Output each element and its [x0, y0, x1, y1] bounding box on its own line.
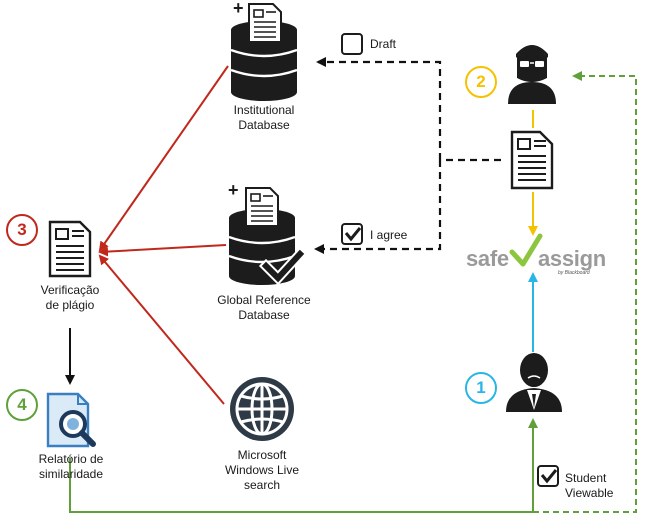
global-plus-icon: +: [228, 180, 239, 200]
draft-checkbox[interactable]: [341, 33, 363, 55]
global-document-icon: [245, 187, 279, 227]
student-viewable-label-line1: Student: [565, 471, 607, 485]
dashed-link-to-institutional: [316, 57, 442, 160]
microsoft-search-label-line3: search: [243, 478, 281, 492]
global-database-label-line1: Global Reference: [217, 293, 311, 307]
safeassign-logo-left: safe: [466, 246, 509, 271]
similarity-report-label-line1: Relatório de: [38, 452, 104, 466]
step-badge-4: 4: [6, 389, 38, 421]
safeassign-check-icon: [509, 233, 543, 267]
agree-label: I agree: [370, 228, 408, 242]
step-badge-1: 1: [465, 372, 497, 404]
global-database-label: Global Reference Database: [204, 293, 324, 323]
dashed-link-student-viewable-to-instructor: [533, 71, 637, 513]
similarity-report-label-line2: similaridade: [38, 467, 104, 481]
verification-label-line2: de plágio: [45, 298, 95, 312]
microsoft-search-label-line2: Windows Live: [224, 463, 300, 477]
student-viewable-label-line2: Viewable: [565, 486, 614, 500]
verification-label-line1: Verificação: [40, 283, 100, 297]
student-viewable-checkbox[interactable]: [537, 465, 559, 487]
safeassign-logo: safe assign by Blackboard: [466, 246, 606, 276]
globe-icon: [230, 377, 294, 441]
similarity-report-label: Relatório de similaridade: [16, 452, 126, 482]
institutional-document-icon: [248, 3, 282, 43]
student-avatar-icon: [506, 353, 562, 412]
similarity-report-icon: [46, 392, 96, 448]
microsoft-search-label-line1: Microsoft: [237, 448, 287, 462]
global-database-label-line2: Database: [238, 308, 290, 322]
submission-document-icon: [510, 130, 554, 190]
agree-checkbox[interactable]: [341, 223, 363, 245]
step-badge-2: 2: [465, 66, 497, 98]
institutional-database-label: Institutional Database: [214, 103, 314, 133]
institutional-database-label-line2: Database: [238, 118, 290, 132]
arrow-global-to-verification: [98, 244, 227, 257]
safeassign-logo-right: assign: [538, 246, 606, 271]
draft-label: Draft: [370, 37, 397, 51]
arrow-institutional-to-verification: [98, 65, 229, 252]
verification-label: Verificação de plágio: [20, 283, 120, 313]
global-check-mark: [261, 249, 305, 283]
dashed-link-to-global: [314, 160, 442, 254]
institutional-plus-icon: +: [233, 0, 244, 18]
instructor-avatar-icon: [508, 45, 556, 104]
student-viewable-label: Student Viewable: [565, 471, 613, 501]
institutional-database-label-line1: Institutional: [233, 103, 295, 117]
arrow-microsoft-to-verification: [98, 254, 225, 405]
microsoft-search-label: Microsoft Windows Live search: [212, 448, 312, 493]
link-report-to-student: [69, 418, 538, 513]
safeassign-byline: by Blackboard: [558, 270, 590, 276]
verification-document-icon: [48, 220, 92, 278]
step-badge-3: 3: [6, 214, 38, 246]
